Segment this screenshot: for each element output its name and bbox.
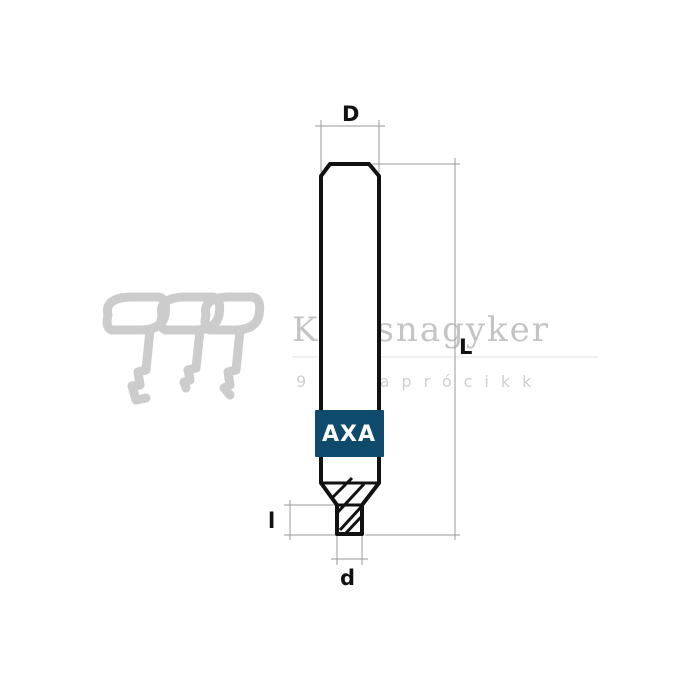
cutter-flutes xyxy=(321,476,379,536)
dimension-l-lines xyxy=(284,500,338,540)
brand-label: AXA xyxy=(322,422,376,447)
dimension-D-label: D xyxy=(342,102,359,126)
dimension-L-label: L xyxy=(459,335,472,359)
dimension-D-lines xyxy=(315,120,385,172)
dimension-l-label: l xyxy=(268,509,275,533)
dimension-d-label: d xyxy=(340,566,355,590)
watermark-keys-icon xyxy=(102,292,265,405)
dimension-L-lines xyxy=(365,158,460,540)
brand-badge xyxy=(315,410,384,457)
